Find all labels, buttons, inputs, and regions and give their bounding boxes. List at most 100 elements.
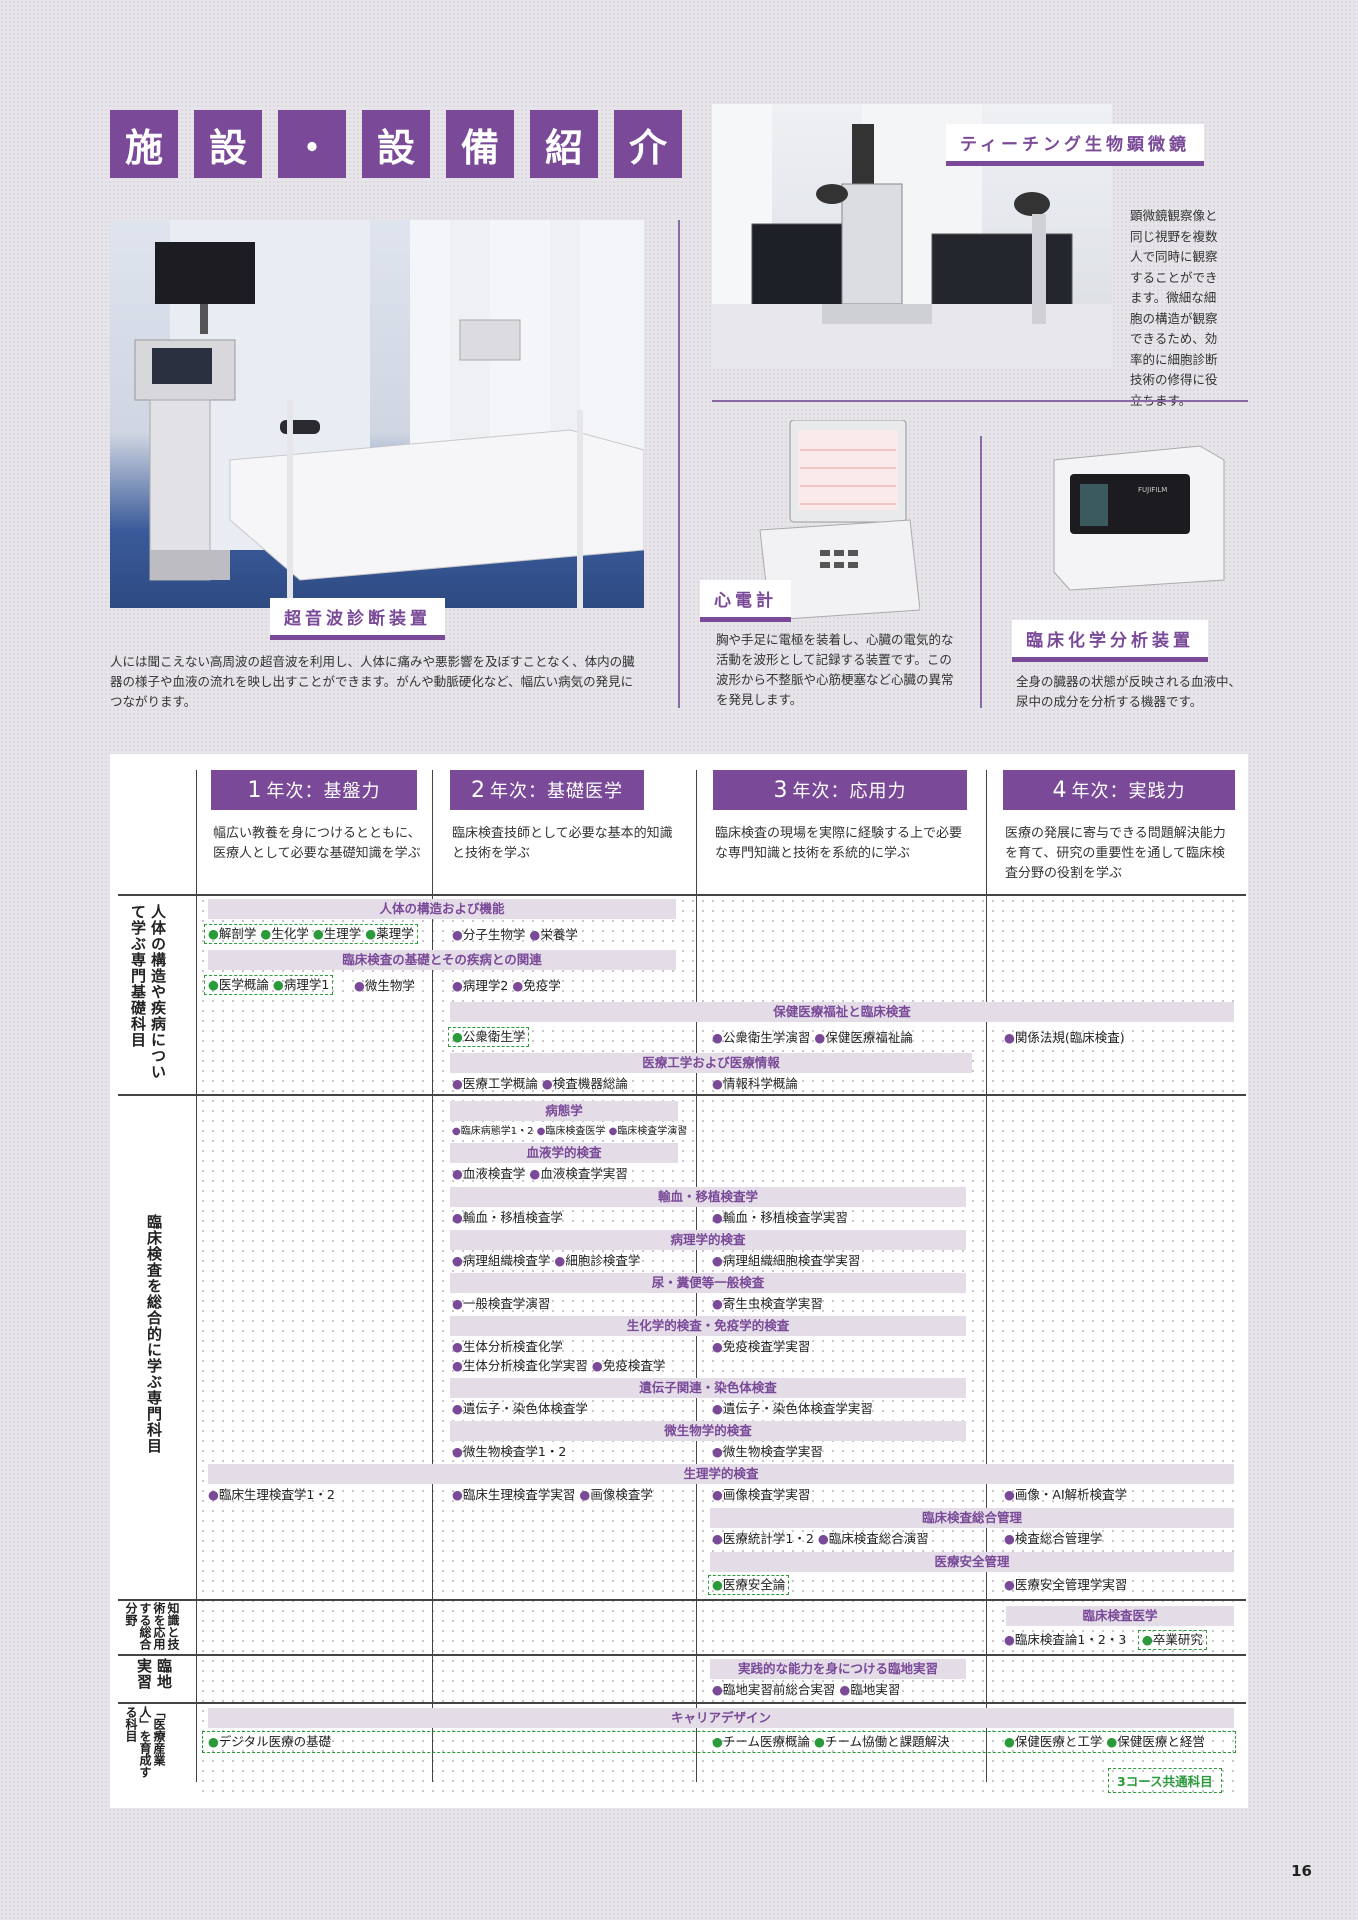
subject: 薬理学 [376,926,414,941]
subject: 遺伝子・染色体検査学 [462,1401,588,1416]
title-char: 設 [362,110,430,178]
subject-group: ●微生物検査学実習 [712,1444,823,1459]
subject: 臨地実習 [850,1682,901,1697]
subject: 血液検査学実習 [540,1166,628,1181]
subject: 臨床検査医学 [545,1126,606,1137]
row-label: 知識と技術を応用する総合分野 [124,1602,180,1650]
grid-background [198,896,1234,1796]
subject: 臨床検査学演習 [617,1126,688,1137]
subject-group: ●保健医療と工学 ●保健医療と経営 [1004,1734,1205,1749]
grid-line [118,894,1246,896]
subject-group: ●公衆衛生学演習 ●保健医療福祉論 [712,1030,913,1045]
subject: 卒業研究 [1152,1632,1203,1647]
common-subject-group: ●医学概論 ●病理学1 [204,975,334,995]
ultrasound-label: 超音波診断装置 [270,598,445,640]
subject-group: ●画像検査学実習 [712,1487,811,1502]
subject: 臨床検査論1・2・3 [1014,1632,1127,1647]
ultrasound-caption: 人には聞こえない高周波の超音波を利用し、人体に痛みや悪影響を及ぼすことなく、体内… [110,654,635,709]
common-subject-legend: 3コース共通科目 [1108,1768,1222,1793]
common-subject-row [202,1731,1236,1753]
subject: 情報科学概論 [722,1076,798,1091]
subject: 免疫検査学 [602,1358,666,1373]
microscope-caption: 顕微鏡観察像と同じ視野を複数人で同時に観察することができます。微細な細胞の構造が… [1130,208,1218,408]
subject-area-bar: 実践的な能力を身につける臨地実習 [710,1659,966,1679]
subject-group: ●デジタル医療の基礎 [208,1734,332,1749]
subject-group: ●臨床生理検査学実習 ●画像検査学 [452,1487,653,1502]
subject-group: ●病理学2 ●免疫学 [452,978,561,993]
common-subject-group: ●解剖学 ●生化学 ●生理学 ●薬理学 [204,924,418,944]
subject-group: ●画像・AI解析検査学 [1004,1487,1128,1502]
subject: デジタル医療の基礎 [218,1734,332,1749]
row-label: 「医療産業人」を育成する科目 [124,1706,166,1778]
subject: 臨床生理検査学1・2 [218,1487,335,1502]
analyzer-photo: FUJIFILM [1040,440,1226,592]
row-label: 臨地実習 [135,1658,173,1690]
subject-area-bar: 生理学的検査 [208,1464,1234,1484]
title-char: 紹 [530,110,598,178]
subject-group: ●血液検査学 ●血液検査学実習 [452,1166,628,1181]
subject: 医学概論 [218,977,269,992]
subject-group: ●医療統計学1・2 ●臨床検査総合演習 [712,1531,929,1546]
subject-area-bar: 血液学的検査 [450,1143,678,1163]
title-char: 施 [110,110,178,178]
subject: 臨地実習前総合実習 [722,1682,836,1697]
subject: 生体分析検査化学 [462,1339,563,1354]
subject: 画像・AI解析検査学 [1014,1487,1128,1502]
subject-group: ●遺伝子・染色体検査学 [452,1401,588,1416]
microscope-illustration [712,104,1112,368]
row-label: 人体の構造や疾病について学ぶ専門基礎科目 [129,904,167,1080]
subject-area-bar: キャリアデザイン [208,1708,1234,1728]
subject: 免疫検査学実習 [722,1339,811,1354]
subject-area-bar: 生化学的検査・免疫学的検査 [450,1316,966,1336]
subject: 医療安全管理学実習 [1014,1577,1128,1592]
subject-group: ●医療工学概論 ●検査機器総論 [452,1076,628,1091]
subject-group: ●病理組織検査学 ●細胞診検査学 [452,1253,641,1268]
common-subject-group: ●公衆衛生学 [448,1027,530,1047]
subject-group: ●病理組織細胞検査学実習 [712,1253,861,1268]
subject-area-bar: 人体の構造および機能 [208,899,676,919]
subject-group: ●寄生虫検査学実習 [712,1296,823,1311]
subject: 微生物検査学実習 [722,1444,823,1459]
subject: 栄養学 [540,927,578,942]
subject: 臨床病態学1・2 [460,1126,534,1137]
year-description: 医療の発展に寄与できる問題解決能力を育て、研究の重要性を通して臨床検査分野の役割… [1005,826,1226,881]
subject-group: ●免疫検査学実習 [712,1339,811,1354]
subject: 関係法規(臨床検査) [1014,1030,1125,1045]
subject-group: ●臨床病態学1・2 ●臨床検査医学 ●臨床検査学演習 [452,1126,688,1137]
subject: 臨床検査総合演習 [828,1531,929,1546]
subject: 病理学1 [283,977,330,992]
year-label: 年次：基礎医学 [490,781,623,802]
subject: 公衆衛生学 [462,1029,526,1044]
subject: 輸血・移植検査学 [462,1210,563,1225]
title-char: ・ [278,110,346,178]
subject: 病理組織細胞検査学実習 [722,1253,861,1268]
ultrasound-photo [110,220,644,608]
subject: 公衆衛生学演習 [722,1030,811,1045]
analyzer-label: 臨床化学分析装置 [1012,620,1208,662]
subject-area-bar: 臨床検査医学 [1006,1606,1234,1626]
subject-group: ●微生物学 [354,978,415,993]
ecg-caption: 胸や手足に電極を装着し、心臓の電気的な活動を波形として記録する装置です。この波形… [716,632,954,707]
subject-area-bar: 医療工学および医療情報 [450,1053,972,1073]
subject-area-bar: 輸血・移植検査学 [450,1187,966,1207]
subject: 免疫学 [523,978,561,993]
subject: 解剖学 [218,926,257,941]
ecg-device-illustration [759,420,920,620]
grid-line [118,1599,1246,1601]
subject-group: ●医療安全管理学実習 [1004,1577,1128,1592]
subject-group: ●関係法規(臨床検査) [1004,1030,1125,1045]
subject: 臨床生理検査学実習 [462,1487,576,1502]
year-num: 3 [773,777,789,803]
subject: 分子生物学 [462,927,526,942]
subject: 医療統計学1・2 [722,1531,814,1546]
subject: チーム医療概論 [722,1734,811,1749]
grid-line [118,1654,1246,1656]
common-subject-group: ●医療安全論 [708,1575,790,1595]
analyzer-brand: FUJIFILM [1138,486,1168,494]
year-label: 年次：応用力 [792,781,907,802]
subject: 病理学2 [462,978,509,993]
grid-line [432,770,433,1782]
